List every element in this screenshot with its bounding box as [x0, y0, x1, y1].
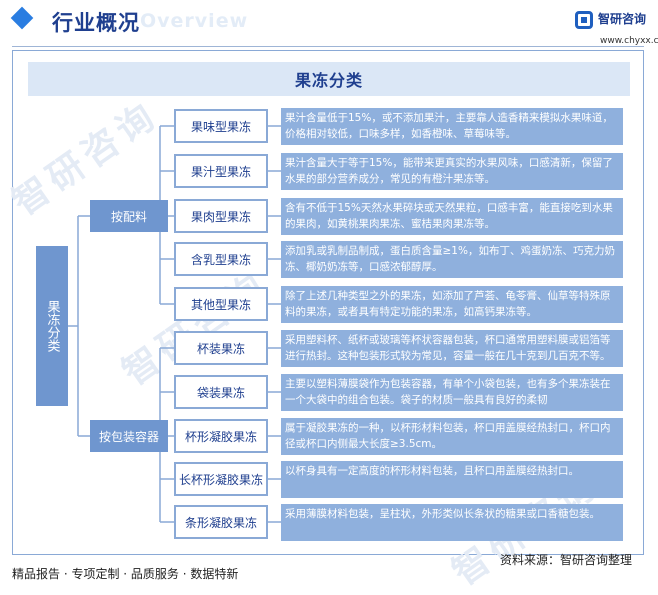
desc-fruit-juice: 果汁含量大于等于15%，能带来更真实的水果风味，口感清新，保留了水果的部分营养成…: [281, 153, 623, 190]
header-divider: [12, 46, 644, 47]
desc-bag: 主要以塑料薄膜袋作为包装容器，有单个小袋包装，也有多个果冻装在一个大袋中的组合包…: [281, 374, 623, 411]
source-note: 资料来源：智研咨询整理: [500, 553, 633, 567]
desc-long-cup-gel: 以杯身具有一定高度的杯形材料包装，且杯口用盖膜经热封口。: [281, 461, 623, 498]
node-fruit-flavor: 果味型果冻: [174, 109, 268, 143]
logo-url: www.chyxx.com: [600, 36, 658, 46]
category-ingredient: 按配料: [90, 200, 168, 232]
header-watermark: Overview: [140, 10, 249, 32]
node-dairy: 含乳型果冻: [174, 242, 268, 276]
node-cup-gel: 杯形凝胶果冻: [174, 419, 268, 453]
root-node: 果冻分类: [36, 246, 68, 406]
footer-slogan: 精品报告 · 专项定制 · 品质服务 · 数据特新: [12, 567, 239, 581]
diagram-frame: [12, 50, 644, 555]
node-bag: 袋装果冻: [174, 375, 268, 409]
node-fruit-juice: 果汁型果冻: [174, 154, 268, 188]
desc-other: 除了上述几种类型之外的果冻，如添加了芦荟、龟苓膏、仙草等特殊原料的果冻，或者具有…: [281, 286, 623, 323]
desc-fruit-pulp: 含有不低于15%天然水果碎块或天然果粒，口感丰富，能直接吃到水果的果肉，如黄桃果…: [281, 198, 623, 235]
page-header: Overview 行业概况 智研咨询 www.chyxx.com: [0, 0, 658, 46]
category-packaging: 按包装容器: [90, 420, 168, 452]
desc-strip-gel: 采用薄膜材料包装，呈柱状，外形类似长条状的糖果或口香糖包装。: [281, 504, 623, 541]
node-strip-gel: 条形凝胶果冻: [174, 505, 268, 539]
logo-name: 智研咨询: [598, 12, 647, 26]
root-label: 果冻分类: [44, 300, 60, 352]
desc-dairy: 添加乳或乳制品制成，蛋白质含量≥1%，如布丁、鸡蛋奶冻、巧克力奶冻、椰奶奶冻等，…: [281, 241, 623, 278]
desc-fruit-flavor: 果汁含量低于15%，或不添加果汁，主要靠人造香精来模拟水果味道，价格相对较低，口…: [281, 108, 623, 145]
node-other: 其他型果冻: [174, 287, 268, 321]
node-fruit-pulp: 果肉型果冻: [174, 199, 268, 233]
node-cup: 杯装果冻: [174, 331, 268, 365]
node-long-cup-gel: 长杯形凝胶果冻: [174, 462, 268, 496]
page-title: 行业概况: [52, 11, 140, 35]
diagram-title: 果冻分类: [28, 62, 630, 96]
logo-icon: [575, 11, 593, 29]
desc-cup-gel: 属于凝胶果冻的一种，以杯形材料包装，杯口用盖膜经热封口，杯口内径或杯口内侧最大长…: [281, 418, 623, 455]
desc-cup: 采用塑料杯、纸杯或玻璃等杯状容器包装，杯口通常用塑料膜或铝箔等进行热封。这种包装…: [281, 330, 623, 367]
